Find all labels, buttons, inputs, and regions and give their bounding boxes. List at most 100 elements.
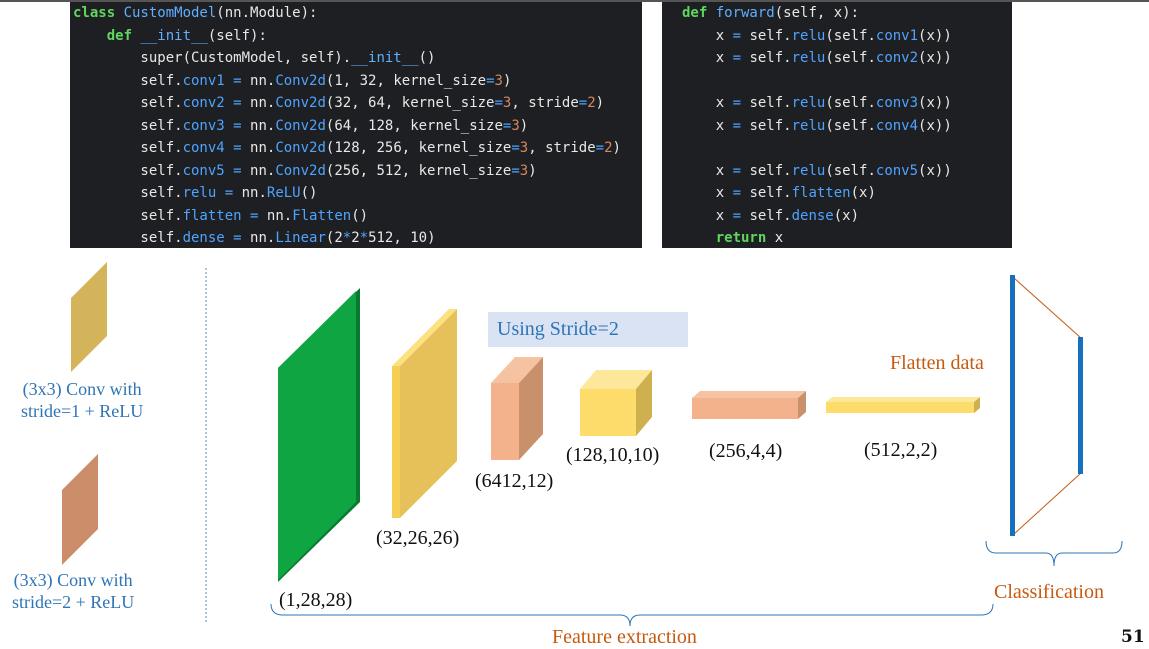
code-token: conv2 — [182, 95, 225, 111]
code-token: relu — [791, 50, 826, 66]
code-token: nn. — [250, 117, 276, 134]
code-token: (x)) — [918, 162, 952, 179]
code-token: (self): — [207, 27, 267, 44]
code-token: self. — [73, 230, 183, 246]
code-token: 3 — [502, 95, 512, 111]
code-line: class CustomModel(nn.Module): — [73, 2, 642, 25]
code-token: ) — [519, 117, 529, 134]
code-token: Conv2d — [275, 140, 326, 156]
code-token: class — [73, 5, 124, 21]
code-token: relu — [182, 185, 217, 201]
layer-conv5-side — [974, 397, 980, 413]
layer-conv4-side — [798, 391, 806, 419]
code-token: ) — [595, 95, 605, 111]
code-token: 3 — [494, 72, 503, 89]
code-token: (self. — [825, 162, 876, 179]
code-token: = — [241, 207, 267, 224]
code-token: 2 — [604, 140, 613, 156]
code-token: ) — [528, 162, 537, 179]
code-token: = — [732, 95, 742, 111]
code-line: x = self.flatten(x) — [682, 182, 1012, 205]
code-token: ReLU — [266, 185, 301, 201]
code-token: nn. — [250, 162, 276, 179]
shape-label-conv1: (32,26,26) — [376, 527, 460, 549]
legend-stride1-shape — [71, 262, 107, 372]
code-token: self. — [73, 117, 183, 134]
code-token: , stride — [511, 95, 579, 111]
feature-extraction-label: Feature extraction — [552, 626, 697, 648]
code-token: = — [595, 140, 605, 156]
code-token: dense — [182, 230, 225, 246]
code-token: self. — [741, 185, 792, 201]
forward-code-block: def forward(self, x): x = self.relu(self… — [662, 2, 1012, 248]
code-line: self.flatten = nn.Flatten() — [73, 205, 642, 228]
code-token: (32, 64, kernel_size — [325, 95, 495, 111]
code-token: (64, 128, kernel_size — [325, 117, 503, 134]
code-line: x = self.relu(self.conv2(x)) — [682, 47, 1012, 70]
init-code-block: class CustomModel(nn.Module): def __init… — [70, 2, 642, 248]
code-token: x — [682, 185, 733, 201]
code-line: x = self.relu(self.conv5(x)) — [682, 160, 1012, 183]
code-token: , stride — [528, 140, 596, 156]
code-token: self. — [741, 27, 792, 44]
legend-stride1-label: (3x3) Conv with stride=1 + ReLU — [21, 379, 144, 421]
code-token: self. — [73, 162, 183, 179]
code-token: self. — [73, 140, 183, 156]
code-token: (x)) — [918, 95, 952, 111]
code-token: conv1 — [875, 27, 919, 44]
code-token: def — [106, 27, 141, 44]
code-token: nn. — [250, 95, 276, 111]
code-token: (self. — [825, 50, 876, 66]
code-token: () — [351, 207, 369, 224]
code-token: * — [359, 230, 369, 246]
shape-label-conv3: (128,10,10) — [566, 444, 660, 466]
code-token: 3 — [519, 140, 529, 156]
shape-label-conv5: (512,2,2) — [864, 439, 938, 461]
code-line: self.conv5 = nn.Conv2d(256, 512, kernel_… — [73, 160, 642, 183]
code-token: 3 — [511, 117, 520, 134]
code-token: Conv2d — [275, 117, 326, 134]
legend-stride2-shape — [62, 454, 98, 565]
page-number: 51 — [1121, 627, 1145, 647]
code-token: = — [224, 117, 251, 134]
code-token: (x)) — [918, 117, 952, 134]
code-token: self. — [73, 207, 183, 224]
code-token: conv5 — [875, 162, 919, 179]
code-token: flatten — [182, 207, 242, 224]
code-token: (256, 512, kernel_size — [325, 162, 512, 179]
classification-label: Classification — [994, 581, 1104, 603]
code-token: relu — [791, 27, 826, 44]
code-token: 512, 10) — [368, 230, 436, 246]
code-token: forward — [715, 5, 775, 21]
code-token: = — [224, 140, 251, 156]
code-token: x — [682, 117, 733, 134]
code-line: self.conv2 = nn.Conv2d(32, 64, kernel_si… — [73, 92, 642, 115]
code-token: (x) — [850, 185, 876, 201]
code-token: Conv2d — [275, 72, 326, 89]
flatten-vector-bar — [1010, 275, 1015, 536]
layer-conv2-side — [519, 357, 543, 460]
code-token: def — [682, 5, 716, 21]
code-token: self. — [73, 95, 183, 111]
code-token: Linear — [275, 230, 326, 246]
code-line: super(CustomModel, self).__init__() — [73, 47, 642, 70]
code-token: self. — [741, 117, 792, 134]
top-border — [0, 0, 1149, 2]
code-token: x — [682, 162, 733, 179]
code-token: (128, 256, kernel_size — [325, 140, 512, 156]
code-token: nn. — [250, 230, 276, 246]
shape-label-conv4: (256,4,4) — [709, 440, 783, 462]
code-token: __init__ — [140, 27, 208, 44]
dense-connector-bottom — [1013, 472, 1082, 535]
code-token: = — [732, 27, 742, 44]
code-token: super(CustomModel, self). — [73, 50, 352, 66]
layer-conv1-front — [392, 366, 400, 518]
dense-connector-top — [1013, 277, 1082, 339]
code-token: (x)) — [918, 27, 952, 44]
layer-conv5-top — [826, 397, 980, 402]
code-token: (1, 32, kernel_size — [325, 72, 487, 89]
code-token: Conv2d — [275, 95, 326, 111]
code-token: (self. — [825, 117, 876, 134]
code-line: def forward(self, x): — [682, 2, 1012, 25]
code-token: x — [682, 50, 733, 66]
